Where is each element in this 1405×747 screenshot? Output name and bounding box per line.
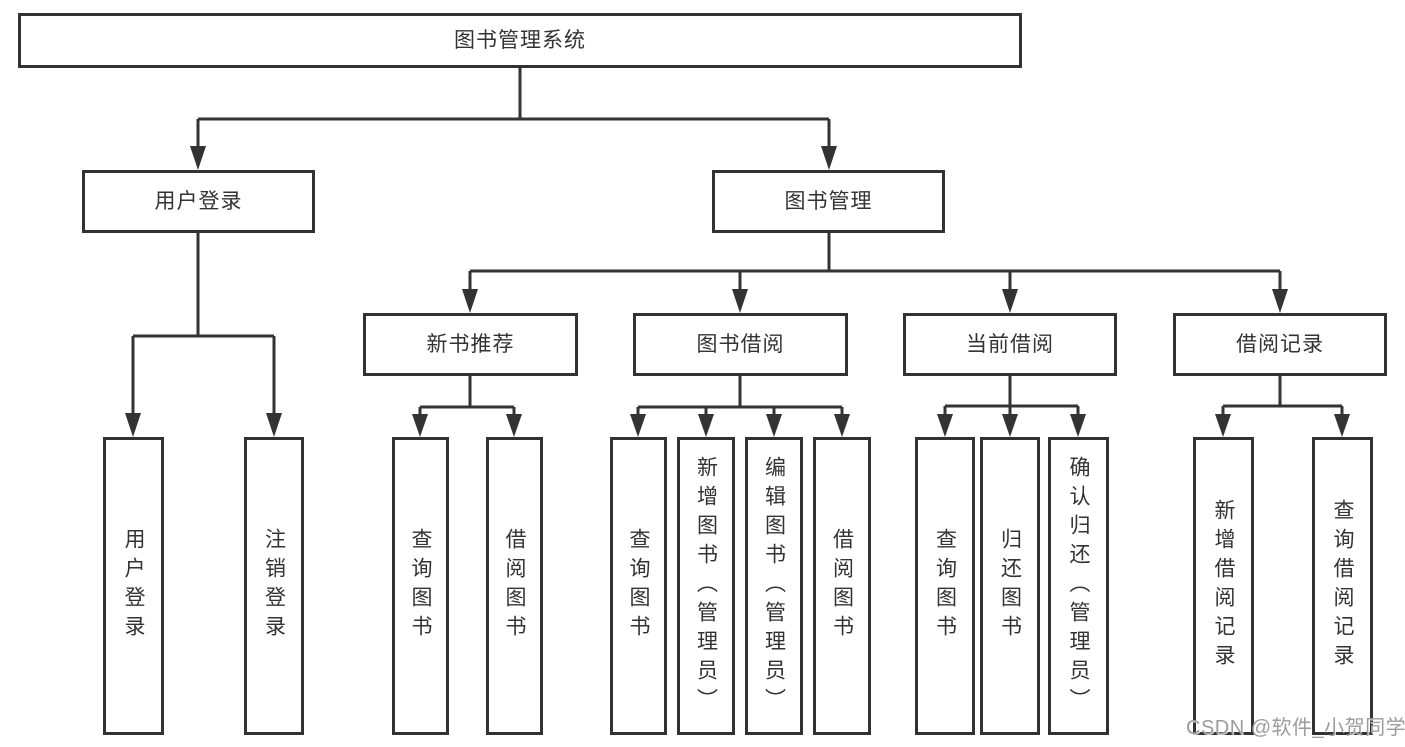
leaf-borrow-books: 借阅图书 — [813, 437, 871, 735]
leaf-query-books-recommend-label: 查询图书 — [409, 528, 432, 644]
leaf-add-books-admin: 新增图书（管理员） — [677, 437, 735, 735]
edge-new-book-recommend-to-leaves — [412, 376, 522, 437]
leaf-query-books-borrow: 查询图书 — [610, 437, 667, 735]
leaf-return-books-label: 归还图书 — [998, 528, 1022, 644]
leaf-confirm-return-admin: 确认归还（管理员） — [1048, 437, 1109, 735]
node-user-login-label: 用户登录 — [154, 190, 243, 213]
edge-book-management-to-modules — [462, 233, 1288, 313]
leaf-logout: 注销登录 — [244, 437, 304, 735]
leaf-query-books-recommend: 查询图书 — [392, 437, 449, 735]
leaf-add-borrow-record-label: 新增借阅记录 — [1212, 499, 1235, 673]
node-root: 图书管理系统 — [18, 13, 1022, 68]
node-current-borrow: 当前借阅 — [903, 313, 1117, 376]
leaf-query-borrow-record: 查询借阅记录 — [1312, 437, 1373, 735]
leaf-borrow-books-recommend-label: 借阅图书 — [503, 528, 526, 644]
node-book-management: 图书管理 — [712, 170, 945, 233]
edge-user-login-to-leaves — [125, 233, 282, 437]
leaf-borrow-books-label: 借阅图书 — [830, 528, 854, 644]
node-book-borrow: 图书借阅 — [633, 313, 848, 376]
leaf-user-login-label: 用户登录 — [122, 528, 145, 644]
node-user-login: 用户登录 — [82, 170, 315, 233]
leaf-borrow-books-recommend: 借阅图书 — [486, 437, 543, 735]
leaf-user-login: 用户登录 — [103, 437, 164, 735]
node-borrow-records: 借阅记录 — [1173, 313, 1387, 376]
node-book-management-label: 图书管理 — [784, 190, 873, 213]
leaf-edit-books-admin: 编辑图书（管理员） — [745, 437, 803, 735]
node-borrow-records-label: 借阅记录 — [1236, 333, 1324, 356]
edge-current-borrow-to-leaves — [937, 376, 1086, 437]
node-root-label: 图书管理系统 — [454, 29, 586, 52]
edge-borrow-records-to-leaves — [1215, 376, 1350, 437]
leaf-query-books-borrow-label: 查询图书 — [627, 528, 650, 644]
leaf-edit-books-admin-label: 编辑图书（管理员） — [762, 455, 786, 717]
leaf-logout-label: 注销登录 — [262, 528, 286, 644]
leaf-add-books-admin-label: 新增图书（管理员） — [694, 455, 718, 717]
edge-book-borrow-to-leaves — [630, 376, 850, 437]
edge-root-to-branches — [190, 68, 837, 170]
leaf-query-books-current-label: 查询图书 — [933, 528, 957, 644]
leaf-add-borrow-record: 新增借阅记录 — [1193, 437, 1254, 735]
leaf-return-books: 归还图书 — [980, 437, 1040, 735]
watermark: CSDN @软件_小贺同学 — [1186, 717, 1405, 739]
leaf-query-borrow-record-label: 查询借阅记录 — [1331, 499, 1354, 673]
node-book-borrow-label: 图书借阅 — [696, 333, 785, 356]
leaf-query-books-current: 查询图书 — [915, 437, 975, 735]
node-new-book-recommend: 新书推荐 — [363, 313, 578, 376]
leaf-confirm-return-admin-label: 确认归还（管理员） — [1067, 455, 1090, 717]
node-current-borrow-label: 当前借阅 — [966, 333, 1054, 356]
node-new-book-recommend-label: 新书推荐 — [426, 333, 515, 356]
